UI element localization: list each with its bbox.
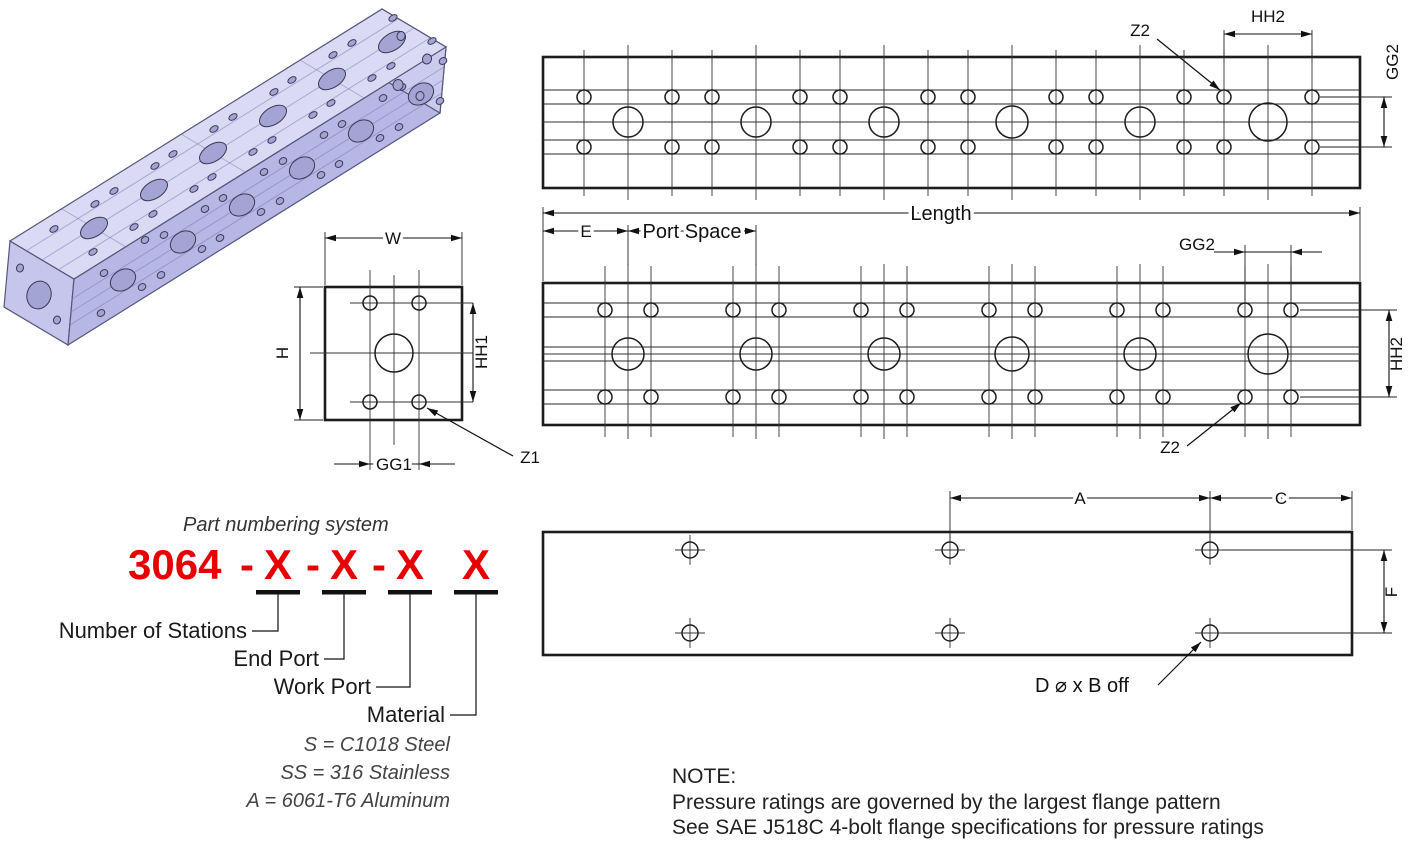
callout-label-z2-front: Z2 (1160, 438, 1180, 457)
dim-label-h: H (273, 347, 292, 359)
part-number-x-workport: X (396, 541, 424, 588)
underline-workport (388, 590, 432, 595)
callout-hole-spec: D ⌀ x B off (1035, 641, 1202, 697)
dim-label-c: C (1275, 489, 1287, 508)
station-pattern (960, 44, 1064, 201)
part-number-base: 3064 (128, 541, 222, 588)
label-end-port: End Port (233, 646, 319, 671)
dim-label-hh2-top: HH2 (1251, 7, 1285, 26)
dim-label-w: W (385, 229, 401, 248)
note-line-1: Pressure ratings are governed by the lar… (672, 791, 1221, 814)
dim-hh2-top: HH2 (1223, 4, 1313, 57)
dim-label-hh1: HH1 (472, 335, 491, 369)
station-pattern (1088, 44, 1192, 201)
dim-a: A (949, 486, 1211, 541)
callout-z2-front: Z2 (1160, 402, 1242, 457)
dim-length: Length (542, 200, 1361, 281)
top-view-outline (541, 55, 1362, 190)
isometric-view (3, 7, 448, 347)
callout-label-z2-top: Z2 (1130, 21, 1150, 40)
part-number-dash: - (372, 541, 386, 588)
dim-label-gg1: GG1 (376, 455, 412, 474)
dim-f: F (1222, 549, 1401, 634)
part-number-x-endport: X (330, 541, 358, 588)
end-view: W H HH1 GG1 Z1 (270, 226, 540, 478)
dim-label-a: A (1074, 489, 1086, 508)
station-pattern (576, 44, 680, 201)
part-number-dash: - (240, 541, 254, 588)
underline-endport (322, 590, 366, 595)
dim-gg2-top: GG2 (1320, 44, 1402, 148)
station-pattern (597, 263, 659, 440)
station-pattern (853, 263, 915, 440)
note-line-2: See SAE J518C 4-bolt flange specificatio… (672, 816, 1264, 839)
part-numbering-title: Part numbering system (183, 514, 389, 536)
label-work-port: Work Port (274, 674, 371, 699)
note-title: NOTE: (672, 765, 736, 788)
part-number-dash: - (306, 541, 320, 588)
front-face-ports (96, 57, 448, 317)
front-view: Length E Port Space GG2 HH2 Z2 (541, 200, 1406, 457)
material-option-aluminum: A = 6061-T6 Aluminum (245, 790, 450, 812)
station-pattern (1216, 44, 1320, 201)
top-view: HH2 Z2 GG2 (541, 4, 1402, 201)
bottom-view-outline (541, 530, 1354, 657)
dim-label-gg2-front: GG2 (1179, 235, 1215, 254)
dim-hh2-front: HH2 (1300, 309, 1406, 398)
part-numbering: Part numbering system 3064 - X - X - X X… (59, 514, 498, 812)
dim-label-hh2-front: HH2 (1387, 337, 1406, 371)
mounting-hole (674, 617, 706, 649)
part-number-x-material: X (462, 541, 490, 588)
label-material: Material (367, 702, 445, 727)
top-face-ports (49, 14, 437, 256)
station-pattern (1109, 263, 1171, 440)
mounting-hole (674, 534, 706, 566)
callout-label-hole-spec: D ⌀ x B off (1035, 675, 1129, 697)
underline-stations (256, 590, 300, 595)
note-block: NOTE: Pressure ratings are governed by t… (672, 765, 1264, 839)
dim-label-gg2-top: GG2 (1383, 44, 1402, 80)
label-number-of-stations: Number of Stations (59, 618, 247, 643)
dim-port-space: Port Space (628, 218, 757, 266)
dim-label-length: Length (910, 203, 971, 225)
station-pattern (832, 44, 936, 201)
dim-label-f: F (1382, 587, 1401, 597)
station-pattern (1237, 263, 1299, 440)
dim-gg2-front: GG2 (1179, 235, 1322, 301)
end-view-outline (323, 285, 464, 422)
callout-label-z1: Z1 (520, 448, 540, 467)
material-option-steel: S = C1018 Steel (304, 734, 451, 756)
material-option-stainless: SS = 316 Stainless (280, 762, 450, 784)
dim-h: H (270, 286, 323, 421)
dim-hh1: HH1 (469, 303, 491, 402)
end-face-ports (15, 31, 433, 325)
bottom-view: A C F D ⌀ x B off (541, 486, 1401, 697)
dim-w: W (324, 226, 463, 285)
dim-c: C (1210, 486, 1353, 530)
dim-e: E (543, 219, 629, 266)
station-pattern (981, 263, 1043, 440)
underline-material (454, 590, 498, 595)
part-number-x-stations: X (264, 541, 292, 588)
callout-z1: Z1 (426, 407, 540, 467)
dim-label-port-space: Port Space (643, 221, 742, 243)
station-pattern (725, 263, 787, 440)
dim-gg1: GG1 (334, 452, 455, 478)
mounting-hole (934, 617, 966, 649)
callout-z2-top: Z2 (1130, 21, 1221, 91)
dim-label-e: E (580, 222, 591, 241)
station-pattern (704, 44, 808, 201)
